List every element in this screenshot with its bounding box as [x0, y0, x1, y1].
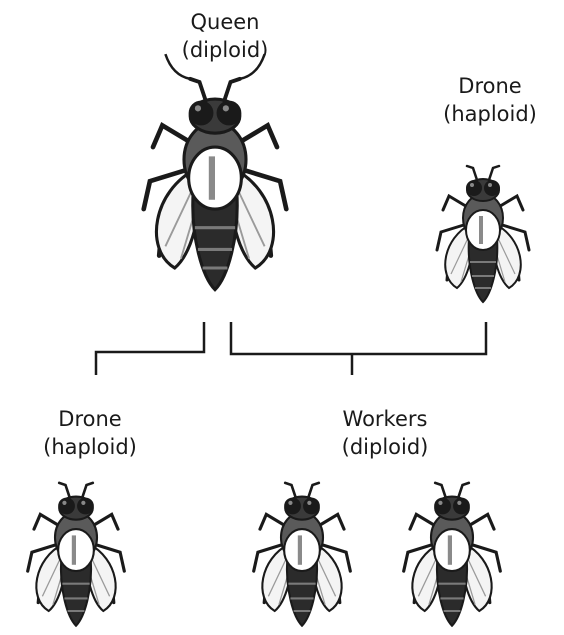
- drone-top-label: Drone (haploid): [400, 72, 564, 128]
- workers-ploidy: (diploid): [280, 433, 490, 461]
- drone-bottom-name: Drone: [0, 405, 185, 433]
- drone-top-ploidy: (haploid): [400, 100, 564, 128]
- queen-ploidy: (diploid): [130, 36, 320, 64]
- drone-top-name: Drone: [400, 72, 564, 100]
- drone-bottom-label: Drone (haploid): [0, 405, 185, 461]
- workers-label: Workers (diploid): [280, 405, 490, 461]
- workers-name: Workers: [280, 405, 490, 433]
- worker-bee-1-drawing: [254, 483, 351, 626]
- drone-bee-top-drawing: [437, 166, 529, 302]
- drone-bee-bottom-drawing: [28, 483, 125, 626]
- drone-bottom-ploidy: (haploid): [0, 433, 185, 461]
- queen-to-drone-line: [96, 322, 204, 375]
- worker-bee-2-drawing: [404, 483, 501, 626]
- queen-drone-to-workers-line: [231, 322, 486, 354]
- queen-bee-drawing: [144, 54, 287, 290]
- lineage-connectors: [96, 322, 486, 375]
- queen-label: Queen (diploid): [130, 8, 320, 64]
- queen-name: Queen: [130, 8, 320, 36]
